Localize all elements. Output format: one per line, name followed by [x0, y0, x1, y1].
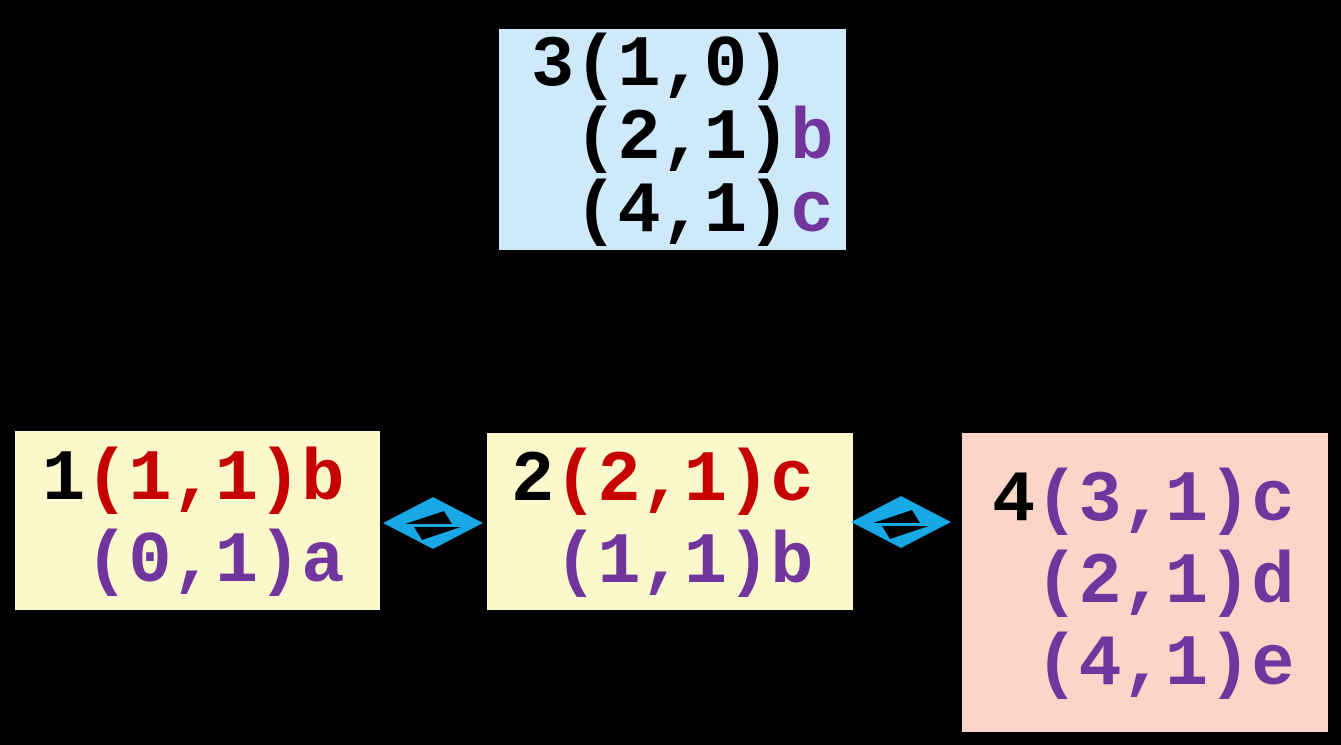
node-4-line: 4(3,1)c	[992, 460, 1328, 542]
node-4-text-segment	[992, 624, 1035, 706]
node-4-text-segment	[992, 542, 1035, 624]
node-1-box: 1(1,1)b (0,1)a	[15, 431, 380, 610]
node-3-text-segment	[531, 98, 574, 180]
node-4-line: (4,1)e	[992, 624, 1328, 706]
node-2-line: 2(2,1)c	[511, 440, 853, 522]
node-2-text-segment: (2,1)c	[554, 439, 814, 522]
node-2-box: 2(2,1)c (1,1)b	[487, 433, 853, 610]
node-3-box: 3(1,0) (2,1)b (4,1)c	[499, 29, 846, 250]
node-4-line: (2,1)d	[992, 542, 1328, 624]
node-2-text-segment: 2	[511, 439, 555, 522]
node-1-line: 1(1,1)b	[42, 439, 380, 521]
node-2-line: (1,1)b	[511, 522, 853, 604]
node-1-text-segment: 1	[42, 438, 86, 521]
node-3-line: (2,1)b	[531, 103, 846, 176]
node-4-text-segment: (2,1)d	[1035, 541, 1295, 624]
node-3-text-segment: c	[790, 171, 834, 253]
node-3-line: (4,1)c	[531, 176, 846, 249]
node-4-text-segment: (4,1)e	[1035, 623, 1295, 706]
node-3-line: 3(1,0)	[531, 30, 846, 103]
node-4-text-segment: (3,1)c	[1035, 459, 1295, 542]
node-2-text-segment: (1,1)b	[554, 521, 814, 604]
node-3-text-segment: b	[790, 98, 834, 180]
node-1-text-segment: (1,1)b	[85, 438, 345, 521]
node-1-line: (0,1)a	[42, 521, 380, 603]
node-3-text-segment: (2,1)	[574, 98, 791, 180]
bidirectional-link-icon	[383, 495, 483, 551]
node-3-text-segment: (1,0)	[574, 25, 791, 107]
node-3-text-segment: (4,1)	[574, 171, 791, 253]
node-1-text-segment	[42, 521, 85, 603]
node-3-text-segment	[531, 171, 574, 253]
node-3-text-segment: 3	[531, 25, 575, 107]
node-4-text-segment: 4	[992, 459, 1036, 542]
bidirectional-link-icon	[851, 494, 951, 550]
node-1-text-segment: (0,1)a	[85, 520, 345, 603]
node-2-text-segment	[511, 522, 554, 604]
node-4-box: 4(3,1)c (2,1)d (4,1)e	[962, 433, 1328, 732]
